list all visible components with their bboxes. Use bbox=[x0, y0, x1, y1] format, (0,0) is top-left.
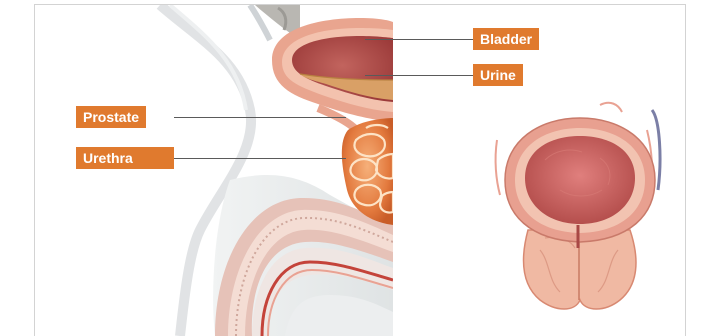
prostate-cross-section bbox=[496, 103, 660, 309]
sagittal-view bbox=[35, 5, 393, 336]
prostate-label: Prostate bbox=[76, 106, 146, 128]
urine-leader-line bbox=[365, 75, 473, 76]
prostate-leader-line bbox=[174, 117, 346, 118]
urethra-label: Urethra bbox=[76, 147, 174, 169]
urine-label: Urine bbox=[473, 64, 523, 86]
bladder-label: Bladder bbox=[473, 28, 539, 50]
urethra-leader-line bbox=[174, 158, 346, 159]
bladder-leader-line bbox=[365, 39, 473, 40]
